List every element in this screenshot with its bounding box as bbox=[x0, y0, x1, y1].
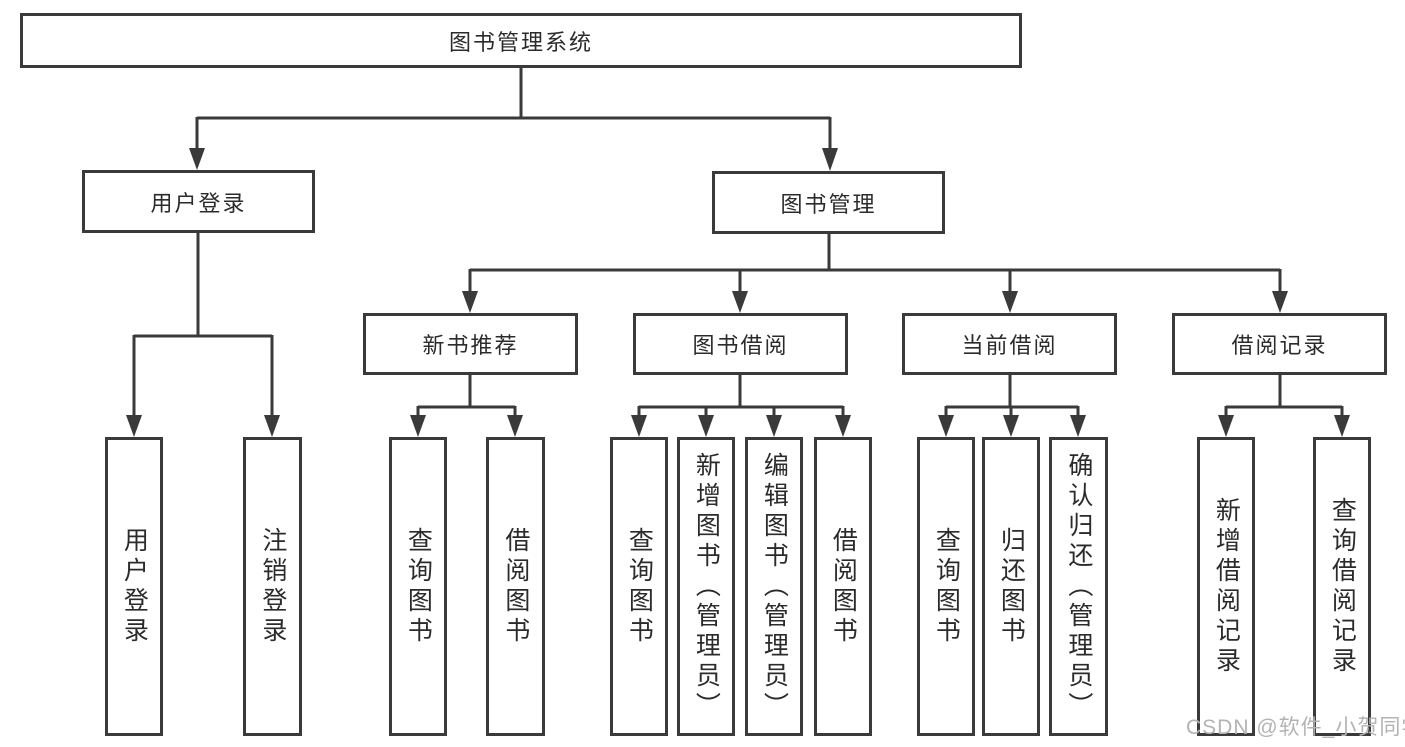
leaf-newbooks-query-books: 查询图书 bbox=[389, 437, 447, 736]
leaf-borrow-borrow-books-label: 借阅图书 bbox=[829, 526, 858, 647]
leaf-records-query-record-label: 查询借阅记录 bbox=[1328, 496, 1357, 677]
node-root-system: 图书管理系统 bbox=[20, 13, 1022, 68]
node-new-book-recommend: 新书推荐 bbox=[363, 313, 578, 375]
node-new-book-recommend-label: 新书推荐 bbox=[422, 333, 519, 358]
leaf-current-return-books-label: 归还图书 bbox=[997, 526, 1026, 647]
leaf-current-return-books: 归还图书 bbox=[982, 437, 1040, 736]
connector-root-to-level2 bbox=[195, 68, 832, 152]
leaf-borrow-query-books: 查询图书 bbox=[610, 437, 668, 736]
arrowheads bbox=[126, 148, 1350, 437]
leaf-logout: 注销登录 bbox=[243, 437, 302, 736]
connector-bookmgmt-to-level3 bbox=[468, 234, 1282, 296]
node-book-borrowing-label: 图书借阅 bbox=[692, 333, 789, 358]
leaf-current-confirm-return-admin: 确认归还（管理员） bbox=[1049, 437, 1108, 736]
connector-borrow-to-leaves bbox=[637, 375, 845, 421]
csdn-watermark: CSDN @软件_小贺同学 bbox=[1186, 716, 1405, 739]
leaf-current-query-books: 查询图书 bbox=[917, 437, 975, 736]
node-current-borrowing-label: 当前借阅 bbox=[961, 333, 1058, 358]
node-current-borrowing: 当前借阅 bbox=[902, 313, 1117, 375]
node-root-label: 图书管理系统 bbox=[448, 29, 593, 55]
node-borrowing-records: 借阅记录 bbox=[1172, 313, 1387, 375]
node-book-management-label: 图书管理 bbox=[780, 191, 877, 217]
node-book-management: 图书管理 bbox=[712, 171, 945, 234]
node-book-borrowing: 图书借阅 bbox=[633, 313, 848, 375]
leaf-borrow-edit-books-admin-label: 编辑图书（管理员） bbox=[760, 451, 789, 722]
connector-records-to-leaves bbox=[1224, 375, 1344, 421]
leaf-borrow-edit-books-admin: 编辑图书（管理员） bbox=[745, 437, 803, 736]
node-user-login: 用户登录 bbox=[82, 170, 315, 233]
leaf-user-login-label: 用户登录 bbox=[120, 526, 149, 647]
leaf-newbooks-query-books-label: 查询图书 bbox=[404, 526, 433, 647]
leaf-borrow-borrow-books: 借阅图书 bbox=[814, 437, 872, 736]
leaf-borrow-query-books-label: 查询图书 bbox=[625, 526, 654, 647]
leaf-records-query-record: 查询借阅记录 bbox=[1313, 437, 1371, 736]
node-borrowing-records-label: 借阅记录 bbox=[1231, 333, 1328, 358]
leaf-records-add-record-label: 新增借阅记录 bbox=[1212, 496, 1241, 677]
leaf-current-confirm-return-admin-label: 确认归还（管理员） bbox=[1064, 451, 1093, 722]
node-user-login-label: 用户登录 bbox=[150, 190, 247, 216]
connector-current-to-leaves bbox=[944, 375, 1080, 421]
leaf-newbooks-borrow-books: 借阅图书 bbox=[486, 437, 545, 736]
leaf-records-add-record: 新增借阅记录 bbox=[1197, 437, 1255, 736]
leaf-logout-label: 注销登录 bbox=[258, 526, 287, 647]
leaf-borrow-add-books-admin: 新增图书（管理员） bbox=[677, 437, 735, 736]
leaf-newbooks-borrow-books-label: 借阅图书 bbox=[501, 526, 530, 647]
leaf-user-login: 用户登录 bbox=[105, 437, 163, 736]
connector-newbooks-to-leaves bbox=[416, 375, 517, 421]
leaf-borrow-add-books-admin-label: 新增图书（管理员） bbox=[692, 451, 721, 722]
leaf-current-query-books-label: 查询图书 bbox=[932, 526, 961, 647]
connector-userlogin-to-leaves bbox=[132, 233, 274, 421]
